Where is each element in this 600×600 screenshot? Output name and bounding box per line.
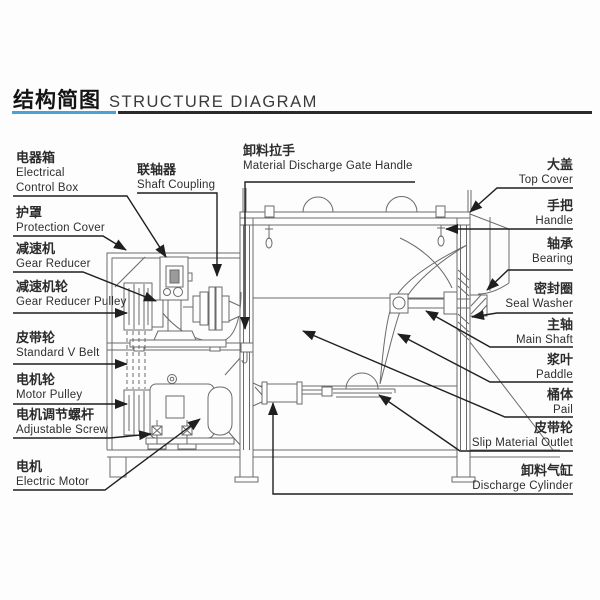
leader-shaft-coupling (137, 192, 222, 277)
leader-electrical-control-box (13, 195, 167, 258)
label-en: Main Shaft (516, 334, 573, 346)
label-zh: 皮带轮 (533, 420, 573, 435)
tank-body (234, 188, 476, 483)
label-en: Electric Motor (16, 476, 90, 488)
label-shaft-coupling: 联轴器 Shaft Coupling (137, 162, 215, 193)
discharge-outlet (321, 372, 396, 398)
callout-lines (13, 181, 573, 495)
leader-pail (302, 330, 573, 418)
label-en: Material Discharge Gate Handle (243, 160, 413, 172)
label-zh: 密封圈 (533, 281, 573, 296)
page-title: 结构简图 STRUCTURE DIAGRAM (13, 84, 318, 114)
label-zh: 皮带轮 (16, 330, 56, 345)
label-paddle: 浆叶 Paddle (536, 352, 573, 383)
label-en: Top Cover (518, 174, 573, 186)
label-electric-motor: 电机 Electric Motor (16, 459, 89, 490)
discharge-cylinder-part (240, 342, 322, 407)
page-title-en: STRUCTURE DIAGRAM (109, 93, 318, 111)
label-zh: 电机调节螺杆 (16, 407, 95, 422)
electric-motor-part (123, 374, 235, 450)
label-gear-reducer: 减速机 Gear Reducer (16, 241, 91, 272)
open-cover-flap (469, 213, 510, 295)
label-en: Adjustable Screw (16, 424, 109, 436)
drive-unit (123, 256, 242, 389)
leader-seal-washer (471, 310, 573, 321)
label-discharge-cylinder: 卸料气缸 Discharge Cylinder (472, 463, 573, 494)
label-en: Bearing (531, 253, 573, 265)
leader-electric-motor (13, 418, 201, 491)
label-en: Handle (535, 215, 573, 227)
label-en: Discharge Cylinder (472, 480, 573, 492)
label-en: Motor Pulley (16, 389, 83, 401)
main-shaft-assembly (389, 269, 488, 341)
label-zh: 电机 (16, 459, 43, 474)
label-zh: 减速机轮 (16, 279, 69, 294)
label-en: Paddle (535, 369, 573, 381)
label-motor-pulley: 电机轮 Motor Pulley (16, 372, 82, 403)
leader-adjustable-screw (13, 430, 152, 441)
leader-discharge-cylinder (268, 402, 573, 495)
leader-slip-material-outlet (378, 394, 573, 452)
machine-linework (106, 188, 560, 483)
label-gear-reducer-pulley: 减速机轮 Gear Reducer Pulley (16, 279, 127, 310)
page-title-zh: 结构简图 (13, 88, 101, 112)
label-zh: 主轴 (546, 317, 573, 332)
label-zh: 手把 (546, 198, 573, 213)
label-seal-washer: 密封圈 Seal Washer (505, 281, 573, 312)
title-accent-rule (12, 111, 116, 114)
leader-top-cover (469, 187, 573, 213)
label-en: Gear Reducer (16, 258, 91, 270)
label-discharge-gate-handle: 卸料拉手 Material Discharge Gate Handle (243, 143, 413, 174)
label-en: Gear Reducer Pulley (16, 296, 127, 308)
leader-discharge-gate-handle (240, 181, 415, 330)
label-zh: 浆叶 (546, 352, 573, 367)
label-electrical-control-box: 电器箱 Electrical Control Box (16, 150, 98, 196)
label-slip-material-outlet: 皮带轮 Slip Material Outlet (472, 420, 573, 451)
label-zh: 电机轮 (16, 372, 56, 387)
label-zh: 轴承 (546, 236, 573, 251)
label-zh: 联轴器 (137, 162, 177, 177)
label-zh: 卸料气缸 (520, 463, 573, 478)
leader-bearing (486, 269, 573, 291)
label-pail: 桶体 Pail (547, 387, 573, 418)
label-en: Seal Washer (505, 298, 573, 310)
label-top-cover: 大盖 Top Cover (519, 157, 573, 188)
label-main-shaft: 主轴 Main Shaft (516, 317, 573, 348)
leader-main-shaft (425, 310, 573, 348)
paddle-ribbon (379, 237, 468, 385)
label-en: Slip Material Outlet (471, 437, 573, 449)
title-rule (118, 111, 592, 114)
leader-gear-reducer (13, 271, 157, 302)
label-standard-v-belt: 皮带轮 Standard V Belt (16, 330, 100, 361)
label-zh: 电器箱 (16, 150, 56, 165)
label-en: Shaft Coupling (137, 179, 216, 191)
label-zh: 减速机 (16, 241, 56, 256)
label-en: Electrical Control Box (16, 167, 79, 194)
label-zh: 护罩 (16, 205, 43, 220)
leader-protection-cover (13, 235, 127, 251)
label-adjustable-screw: 电机调节螺杆 Adjustable Screw (16, 407, 108, 438)
label-en: Pail (553, 404, 573, 416)
leader-paddle (397, 333, 573, 383)
label-zh: 桶体 (546, 387, 573, 402)
label-protection-cover: 护罩 Protection Cover (16, 205, 105, 236)
label-handle: 手把 Handle (535, 198, 573, 229)
label-en: Standard V Belt (16, 347, 100, 359)
label-bearing: 轴承 Bearing (532, 236, 573, 267)
label-en: Protection Cover (16, 222, 105, 234)
label-zh: 卸料拉手 (243, 143, 296, 158)
label-zh: 大盖 (546, 157, 573, 172)
